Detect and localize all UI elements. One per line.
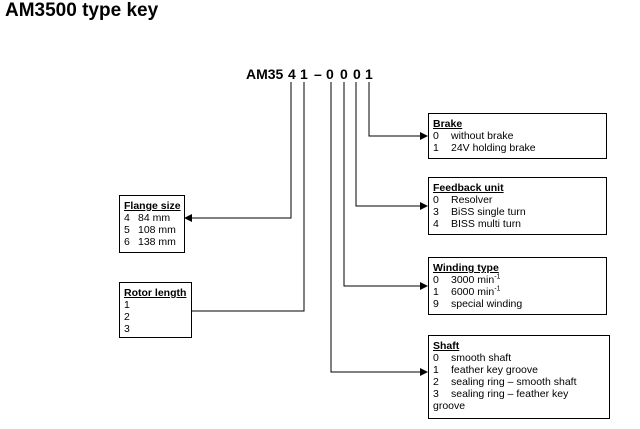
- connector-shaft: [330, 82, 428, 376]
- feedback-header: Feedback unit: [433, 182, 504, 194]
- rotor-header: Rotor length: [124, 287, 187, 299]
- rotor-option: 2: [124, 311, 130, 323]
- rotor-option: 1: [124, 299, 130, 311]
- code-digit-winding: 0: [340, 66, 348, 82]
- connector-brake: [368, 82, 428, 140]
- code-prefix: AM35: [246, 66, 284, 82]
- brake-header: Brake: [433, 118, 463, 130]
- rotor-option: 3: [124, 323, 130, 335]
- page-title: AM3500 type key: [5, 0, 159, 21]
- shaft-header: Shaft: [433, 340, 460, 352]
- connector-rotor: [184, 82, 305, 315]
- code-digit-rotor: 1: [300, 66, 308, 82]
- code-digit-shaft: 0: [326, 66, 334, 82]
- code-digit-feedback: 0: [353, 66, 361, 82]
- connector-winding: [343, 82, 428, 290]
- rotor-box: Rotor length 1 2 3: [119, 282, 192, 338]
- shaft-option-wrap: groove: [433, 400, 466, 412]
- code-digit-flange: 4: [288, 66, 296, 82]
- code-dash: –: [314, 66, 322, 82]
- code-digit-brake: 1: [365, 66, 373, 82]
- flange-header: Flange size: [124, 200, 181, 212]
- connector-feedback: [355, 82, 428, 210]
- winding-header: Winding type: [433, 262, 499, 274]
- connector-flange: [184, 82, 292, 222]
